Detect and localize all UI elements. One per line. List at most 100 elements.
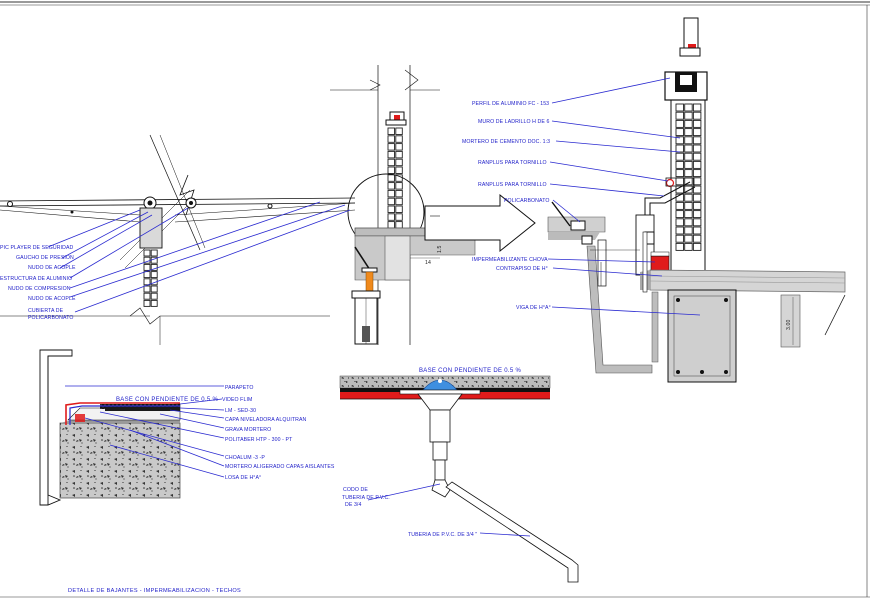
brick-cell xyxy=(692,242,702,251)
brick-cell xyxy=(395,158,403,167)
brick-cell xyxy=(675,128,684,137)
brick-cell xyxy=(675,226,684,235)
brick-cell xyxy=(395,182,403,190)
brick-cell xyxy=(675,218,684,227)
brick-cell xyxy=(387,127,395,135)
brick-cell xyxy=(684,201,693,210)
brick-cell xyxy=(675,160,684,169)
drain-slope-label: BASE CON PENDIENTE DE 0.5 % xyxy=(419,368,521,374)
brick-cell xyxy=(692,226,702,235)
brick-cell xyxy=(395,166,403,174)
roof-drain-detail: BASE CON PENDIENTE DE 0.5 % xyxy=(339,368,579,583)
label-mortero-aligerado: MORTERO ALIGERADO CAPAS AISLANTES xyxy=(225,464,335,470)
curtain-wall-detail xyxy=(0,134,356,345)
brick-cell xyxy=(684,210,693,219)
brick-cell xyxy=(675,144,684,153)
brick-cell xyxy=(675,234,684,243)
brick-cell xyxy=(692,185,702,194)
brick-cell xyxy=(692,193,702,202)
label-capa-niveladora: CAPA NIVELADORA ALQUITRAN xyxy=(225,417,307,423)
column-section-detail: 14 1.5 xyxy=(330,65,536,345)
brick-cell xyxy=(150,249,158,257)
brick-cell xyxy=(684,144,693,153)
brick-cell xyxy=(387,135,395,143)
brick-cell xyxy=(143,249,151,257)
brick-cell xyxy=(692,111,702,120)
brick-cell xyxy=(692,144,702,153)
label-losa: LOSA DE H°A° xyxy=(225,475,261,481)
brick-cell xyxy=(692,160,702,169)
label-impermeabilizante: IMPERMEABILIZANTE CHOVA xyxy=(472,257,548,263)
label-tuberia-pvc: TUBERIA DE P.V.C. DE 3/4 " xyxy=(408,532,477,538)
brick-cell xyxy=(387,174,395,182)
brick-cell xyxy=(143,271,151,279)
brick-cell xyxy=(395,221,403,229)
brick-cell xyxy=(395,189,403,198)
brick-cell xyxy=(387,213,395,221)
brick-cell xyxy=(387,205,395,213)
curtain-wall-labels: PIC PLAYER DE SEGURIDAD GAUCHO DE PRESIO… xyxy=(0,245,76,321)
brick-cell xyxy=(143,278,151,286)
brick-cell xyxy=(684,136,693,145)
brick-cell xyxy=(150,292,158,300)
brick-cell xyxy=(692,210,702,219)
label-nudo-compresion: NUDO DE COMPRESION xyxy=(8,286,71,292)
brick-cell xyxy=(387,158,395,167)
wall-section-detail: 3.00 xyxy=(547,17,846,383)
brick-cell xyxy=(143,299,151,307)
brick-cell xyxy=(150,263,158,271)
label-politaber: POLITABER HTP - 300 - PT xyxy=(225,437,293,443)
brick-cell xyxy=(387,189,395,198)
label-nudo-acople: NUDO DE ACOPLE xyxy=(28,265,76,271)
label-perfil-aluminio: PERFIL DE ALUMINIO FC - 153 xyxy=(472,101,549,107)
brick-cell xyxy=(675,136,684,145)
brick-cell xyxy=(684,103,693,112)
brick-cell xyxy=(684,226,693,235)
brick-cell xyxy=(684,111,693,120)
parapet-slope-label: BASE CON PENDIENTE DE 0.5 % xyxy=(116,397,218,403)
footer-title: DETALLE DE BAJANTES - IMPERMEABILIZACION… xyxy=(68,588,241,594)
brick-cell xyxy=(684,119,693,128)
brick-cell xyxy=(692,218,702,227)
brick-cell xyxy=(684,128,693,137)
brick-cell xyxy=(684,218,693,227)
brick-cell xyxy=(150,299,158,307)
label-gaucho-presion: GAUCHO DE PRESION xyxy=(16,255,74,261)
label-codo-3: DE 3/4 xyxy=(345,502,361,508)
label-nudo-acople-2: NUDO DE ACOPLE xyxy=(28,296,76,302)
drain-labels: CODO DE TUBERIA DE P.V.C. DE 3/4 TUBERIA… xyxy=(342,487,477,538)
brick-cell xyxy=(684,234,693,243)
parapet-detail: BASE CON PENDIENTE DE 0.5 % xyxy=(39,349,218,506)
brick-cell xyxy=(387,182,395,190)
label-policarbonato-right: POLICARBONATO xyxy=(504,198,550,204)
brick-cell xyxy=(395,205,403,213)
brick-cell xyxy=(395,143,403,151)
brick-cell xyxy=(692,103,702,112)
brick-cell xyxy=(692,177,702,186)
brick-cell xyxy=(387,166,395,174)
brick-cell xyxy=(684,152,693,161)
brick-cell xyxy=(395,197,403,206)
brick-cell xyxy=(143,285,151,293)
brick-cell xyxy=(675,242,684,251)
brick-cell xyxy=(684,193,693,202)
brick-cell xyxy=(684,242,693,251)
brick-cell xyxy=(387,221,395,229)
brick-cell xyxy=(684,160,693,169)
label-ranplus-1: RANPLUS PARA TORNILLO xyxy=(478,160,547,166)
brick-cell xyxy=(675,152,684,161)
label-policarbonato: POLICARBONATO xyxy=(28,315,74,321)
brick-cell xyxy=(692,169,702,178)
label-lm-sed: LM - SED-30 xyxy=(225,408,256,414)
annotation-leaders xyxy=(47,77,701,537)
label-codo-2: TUBERIA DE P.V.C. xyxy=(342,495,390,501)
brick-cell xyxy=(143,292,151,300)
label-viga: VIGA DE H°A° xyxy=(516,305,551,311)
label-codo-1: CODO DE xyxy=(343,487,368,493)
dim-right-label: 3.00 xyxy=(786,319,792,330)
brick-cell xyxy=(395,150,403,159)
brick-cell xyxy=(395,127,403,135)
label-contrapiso: CONTRAPISO DE H° xyxy=(496,266,548,272)
